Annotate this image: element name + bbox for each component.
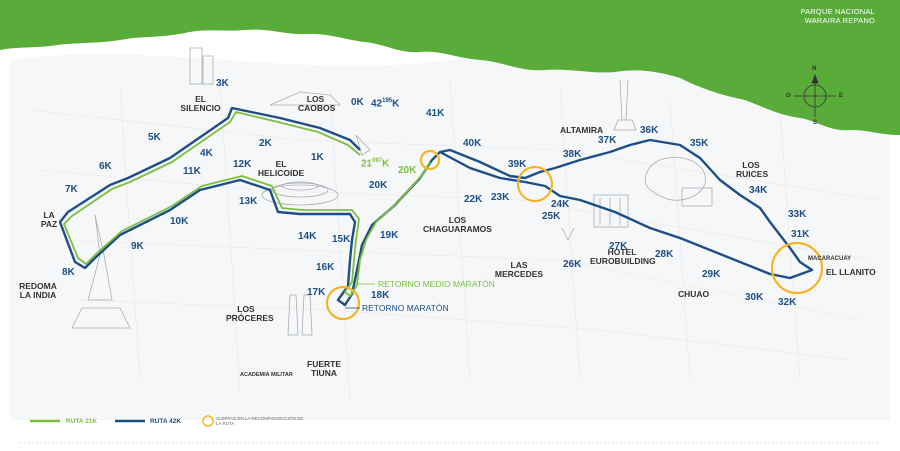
km-4: 4K (200, 148, 213, 159)
retorno-medio-maraton: RETORNO MEDIO MARATÓN (378, 279, 495, 289)
km-22: 22K (464, 194, 483, 205)
km-6: 6K (99, 161, 112, 172)
km-26: 26K (563, 259, 582, 270)
park-label: PARQUE NACIONAL WARAIRA REPANO (795, 7, 875, 25)
km-23: 23K (491, 192, 510, 203)
place-el-llanito: EL LLANITO (826, 267, 876, 277)
place-redoma: REDOMA LA INDIA (19, 281, 57, 301)
route-42k (58, 106, 814, 307)
km-40: 40K (463, 138, 482, 149)
km-32: 32K (778, 297, 797, 308)
km-18: 18K (371, 290, 390, 301)
km-28: 28K (655, 249, 674, 260)
km-17: 17K (307, 287, 326, 298)
compass-s: S (813, 120, 818, 126)
compass-rose (794, 73, 836, 117)
km-14: 14K (298, 231, 317, 242)
place-el-silencio: EL SILENCIO (180, 94, 221, 114)
km-21: 21097K (361, 158, 390, 170)
km-42: 42195K (371, 98, 400, 110)
place-chuao: CHUAO (678, 289, 710, 299)
km-20-green: 20K (398, 165, 417, 176)
km-11: 11K (183, 166, 201, 177)
km-41: 41K (426, 108, 445, 119)
compass-w: O (786, 93, 791, 99)
km-30: 30K (745, 292, 764, 303)
park-line-1: PARQUE NACIONAL (800, 7, 875, 16)
place-hotel: HOTEL EUROBUILDING (590, 247, 656, 267)
km-5: 5K (148, 132, 161, 143)
km-36: 36K (640, 125, 659, 136)
km-39: 39K (508, 159, 527, 170)
km-2: 2K (259, 138, 272, 149)
alert-circles (325, 149, 824, 321)
place-los-ruices: LOS RUICES (736, 160, 769, 180)
km-10: 10K (170, 216, 189, 227)
km-3: 3K (216, 78, 229, 89)
km-15: 15K (332, 234, 351, 245)
km-27: 27K (609, 241, 628, 252)
legend-alert-swatch (202, 415, 214, 427)
km-35: 35K (690, 138, 709, 149)
km-37: 37K (598, 135, 617, 146)
km-25: 25K (542, 211, 561, 222)
place-academia: ACADEMIA MILITAR (240, 372, 293, 378)
route-21k (63, 111, 431, 297)
legend-alert-note: ALERTAS EN LA RECONFIGURACIÓN DE LA RUTA (216, 416, 304, 427)
km-13: 13K (239, 196, 258, 207)
place-los-chaguaramos: LOS CHAGUARAMOS (423, 215, 492, 235)
place-el-helicoide: EL HELICOIDE (257, 159, 305, 179)
place-los-proceres: LOS PRÓCERES (226, 304, 274, 324)
retorno-maraton: RETORNO MARATÓN (362, 303, 449, 313)
place-altamira: ALTAMIRA (560, 125, 604, 135)
compass-n: N (812, 66, 817, 72)
km-0: 0K (351, 97, 364, 108)
km-7: 7K (65, 184, 78, 195)
km-29: 29K (702, 269, 721, 280)
km-33: 33K (788, 209, 807, 220)
km-1: 1K (311, 152, 324, 163)
km-20: 20K (369, 180, 388, 191)
km-19: 19K (380, 230, 399, 241)
legend-42k: RUTA 42K (150, 418, 182, 425)
city-area (10, 54, 890, 420)
place-los-caobos: LOS CAOBOS (298, 94, 336, 114)
km-38: 38K (563, 149, 582, 160)
street-grid (29, 79, 881, 401)
km-9: 9K (131, 241, 144, 252)
km-16: 16K (316, 262, 335, 273)
place-las-mercedes: LAS MERCEDES (494, 260, 544, 280)
km-24: 24K (551, 199, 570, 210)
place-fuerte-tiuna: FUERTE TIUNA (307, 359, 341, 379)
km-8: 8K (62, 267, 75, 278)
km-31: 31K (791, 229, 810, 240)
legend-21k: RUTA 21K (66, 418, 98, 425)
park-line-2: WARAIRA REPANO (804, 15, 875, 25)
compass-e: E (839, 93, 844, 99)
km-34: 34K (749, 185, 768, 196)
mountain-range (0, 0, 900, 135)
place-macaracuay: MACARACUAY (808, 256, 852, 262)
km-12: 12K (233, 159, 252, 170)
place-la-paz: LA PAZ (40, 210, 58, 230)
